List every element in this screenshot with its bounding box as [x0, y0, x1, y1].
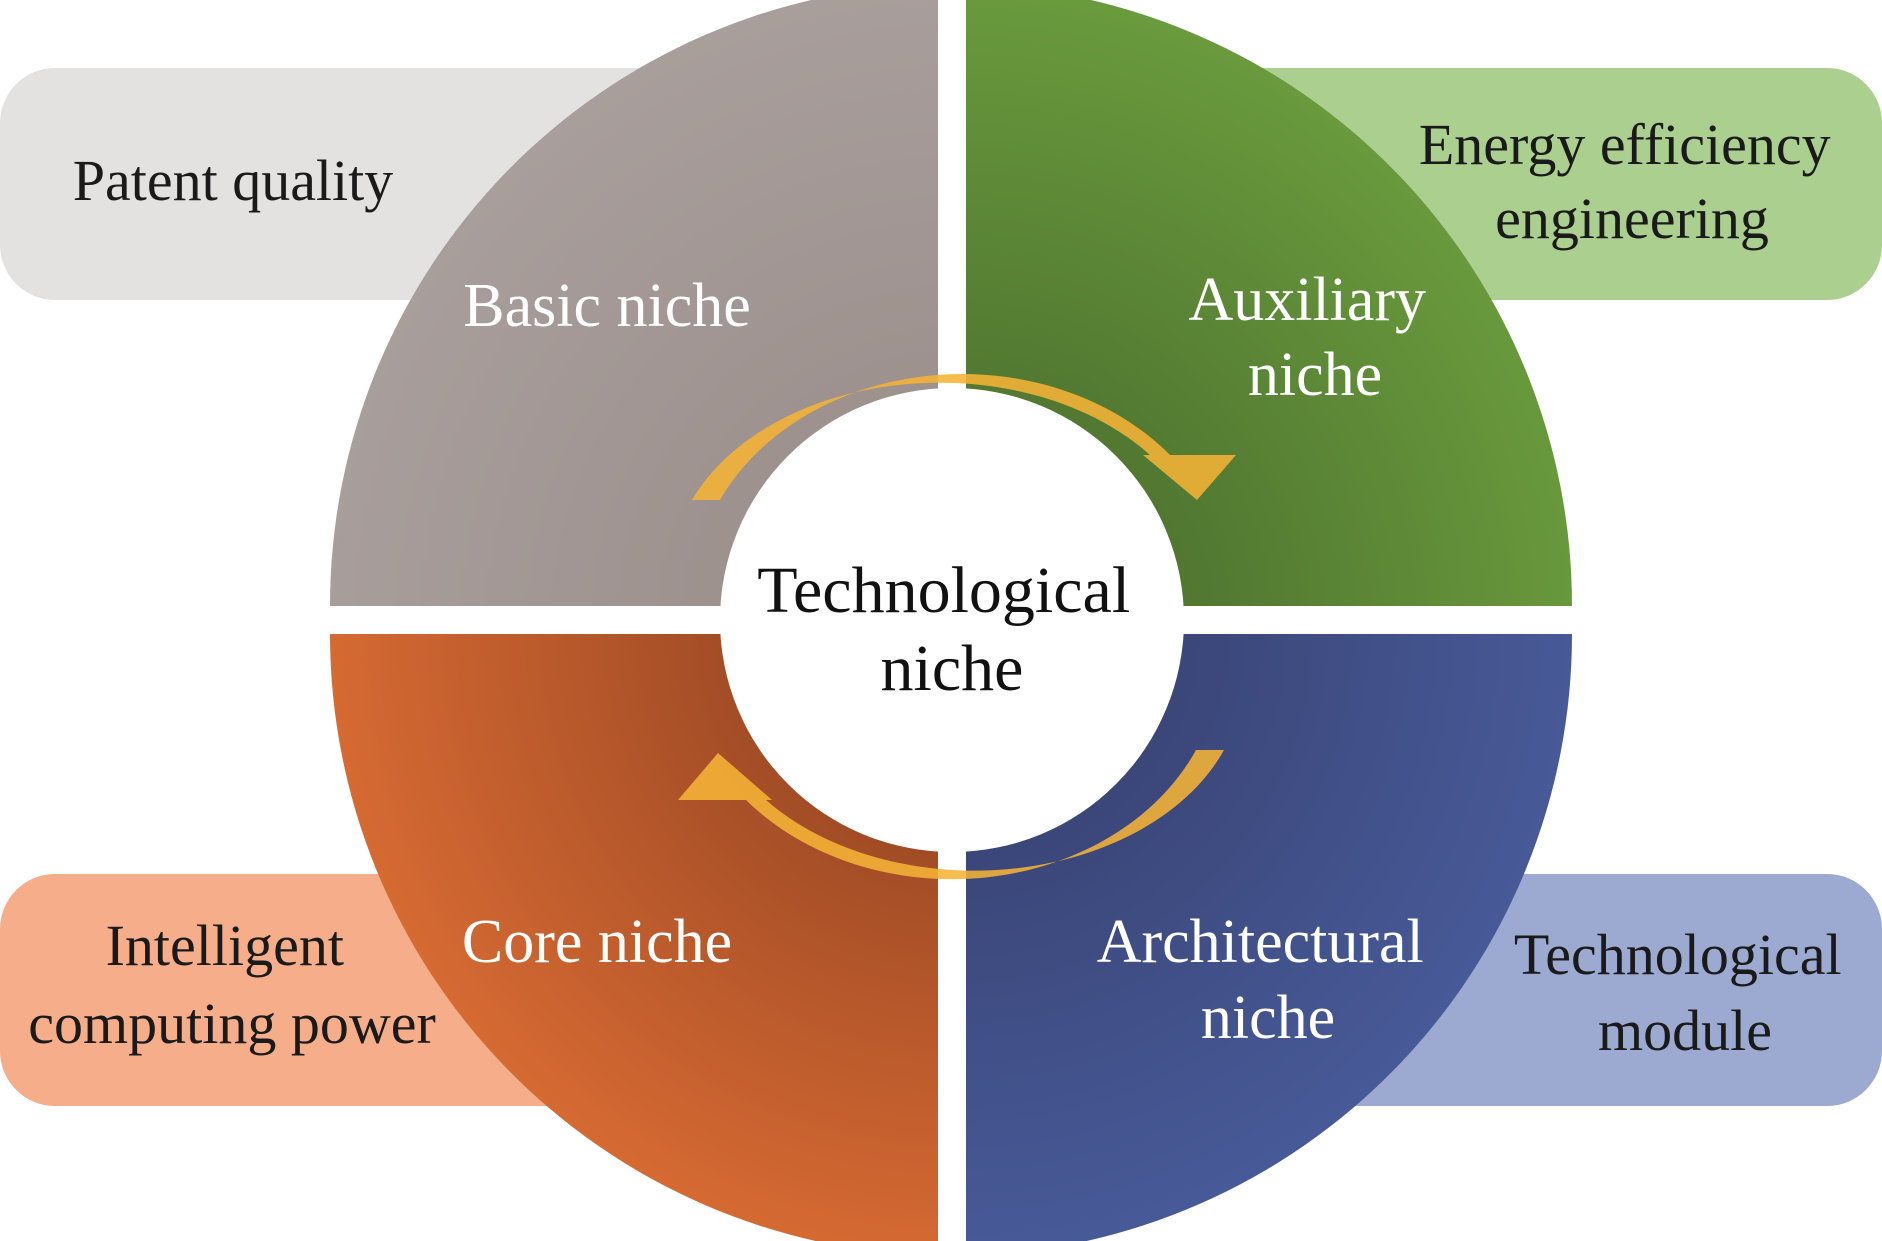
center-circle	[720, 388, 1184, 852]
tag-line: module	[1598, 998, 1772, 1063]
quadrant-core-niche	[330, 634, 938, 1241]
center-line: Technological	[757, 554, 1130, 627]
arrow-top	[692, 374, 1236, 500]
label-core-niche: Core niche	[462, 908, 732, 976]
label-auxiliary-niche: Auxiliary niche	[1188, 266, 1441, 409]
quadrant-line: Architectural	[1097, 908, 1424, 976]
quadrant-line: Basic niche	[463, 272, 751, 340]
tag-line: engineering	[1495, 186, 1769, 251]
tag-patent-quality: Patent quality	[73, 148, 394, 213]
tag-technological-module: Technological module	[1514, 922, 1856, 1063]
tag-line: Energy efficiency	[1419, 112, 1831, 177]
label-architectural-niche: Architectural niche	[1097, 908, 1440, 1052]
tag-line: computing power	[28, 991, 436, 1056]
quadrant-line: niche	[1248, 341, 1382, 409]
tag-intelligent-computing-power: Intelligent computing power	[28, 913, 436, 1056]
tag-line: Intelligent	[106, 913, 344, 978]
cycle-arrows	[678, 374, 1236, 880]
quadrant-line: niche	[1201, 984, 1335, 1052]
label-basic-niche: Basic niche	[463, 272, 751, 340]
arrow-bottom	[678, 750, 1224, 880]
quadrant-line: Auxiliary	[1188, 266, 1426, 334]
quadrant-basic-niche	[330, 0, 938, 606]
quadrant-auxiliary-niche	[966, 0, 1572, 606]
center-line: niche	[881, 632, 1024, 705]
center-label: Technological niche	[757, 554, 1146, 705]
tag-line: Patent quality	[73, 148, 394, 213]
tag-energy-efficiency-engineering: Energy efficiency engineering	[1419, 112, 1845, 251]
tag-line: Technological	[1514, 922, 1842, 987]
quadrant-architectural-niche	[966, 634, 1572, 1241]
quadrant-line: Core niche	[462, 908, 732, 976]
